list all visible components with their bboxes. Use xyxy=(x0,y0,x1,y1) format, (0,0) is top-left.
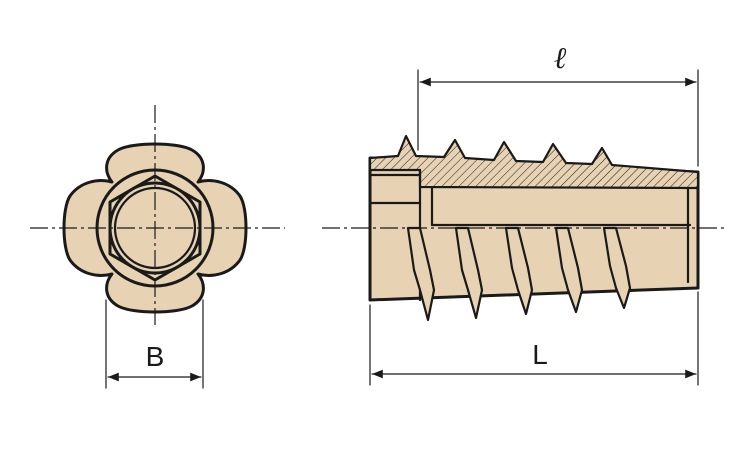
dimension-l-small: ℓ xyxy=(417,42,699,167)
dimension-b-label: B xyxy=(146,341,165,372)
dimension-l-overall: L xyxy=(369,291,699,386)
dimension-b: B xyxy=(105,299,204,389)
dimension-l-overall-label: L xyxy=(532,339,548,370)
dimension-l-small-label: ℓ xyxy=(554,42,567,75)
side-view-section-hatch xyxy=(368,134,700,190)
end-view xyxy=(30,105,285,325)
side-view-lower-threads xyxy=(406,226,632,322)
side-view xyxy=(322,134,728,322)
